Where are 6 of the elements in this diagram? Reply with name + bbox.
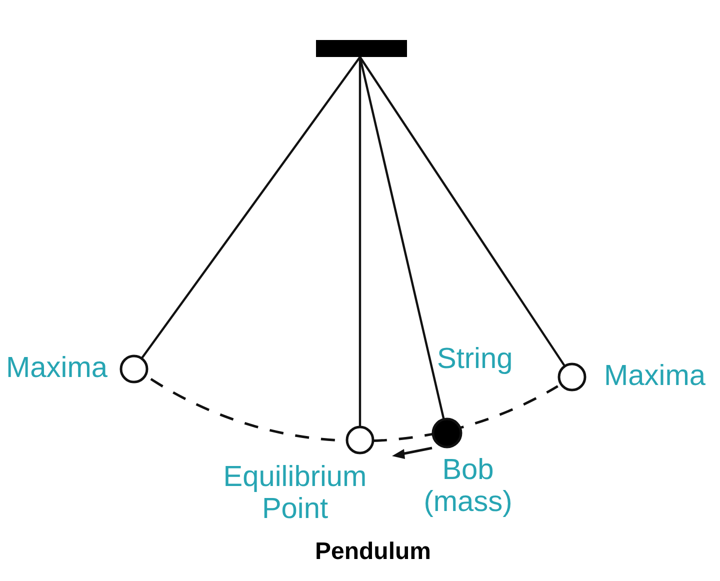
maxima-label: Maxima [6,352,109,384]
diagram-caption: Pendulum [314,538,432,566]
string-label: String [437,343,514,375]
bob-label: Bob (mass) [422,454,514,518]
maxima-label: Maxima [604,360,707,392]
equilibrium-point-label: Equilibrium Point [222,461,368,525]
